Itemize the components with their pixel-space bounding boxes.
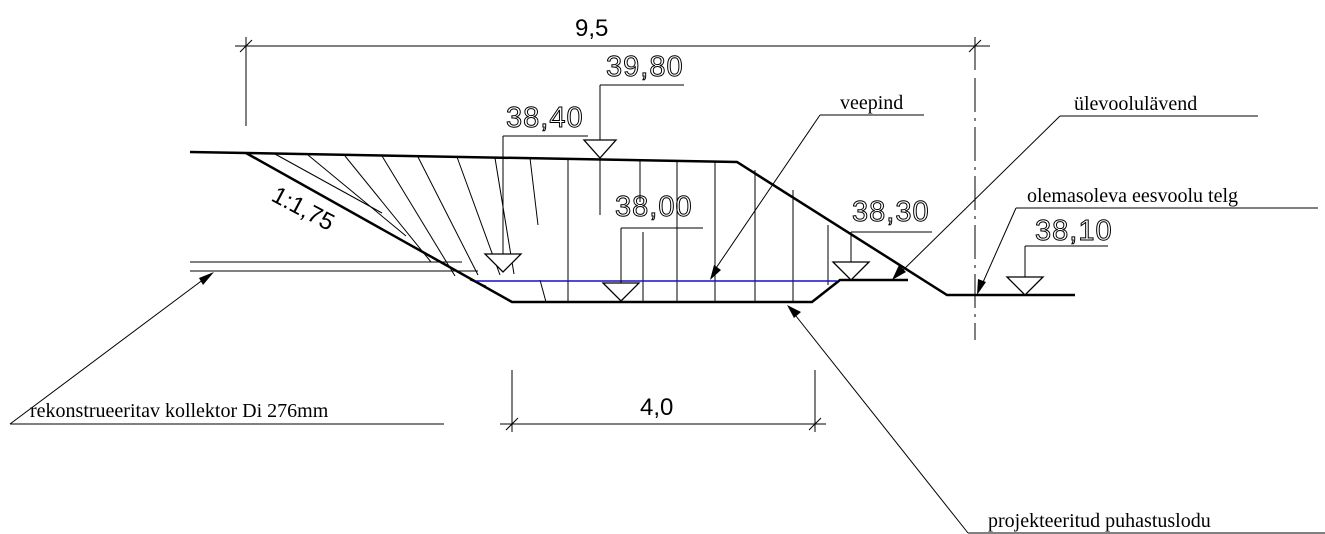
arrow-icon [892, 265, 906, 280]
designed-basin-label: projekteeritud puhastuslodu [988, 510, 1211, 532]
leader-existing-axis: olemasoleva eesvoolu telg [977, 185, 1318, 295]
collector-label: rekonstrueeritav kollektor Di 276mm [30, 400, 329, 422]
elevation-38-10: 38,10 [1005, 215, 1113, 296]
elevation-38-30-text: 38,30 [852, 196, 930, 228]
elevation-38-40: 38,40 [483, 102, 588, 273]
top-width-label: 9,5 [575, 15, 608, 42]
bottom-width-label: 4,0 [640, 394, 673, 421]
slope-hatching [274, 153, 829, 303]
slope-label: 1:1,75 [267, 181, 339, 236]
elevation-triangle-icon [582, 139, 618, 159]
arrow-icon [787, 305, 801, 318]
elevation-38-40-text: 38,40 [506, 102, 584, 134]
elevation-triangle-icon [601, 282, 641, 302]
elevation-39-80-text: 39,80 [606, 51, 684, 83]
arrow-icon [710, 265, 721, 280]
top-dimension: 9,5 [235, 15, 990, 126]
leader-collector: rekonstrueeritav kollektor Di 276mm [9, 272, 444, 425]
elevation-38-00: 38,00 [601, 191, 703, 302]
collector-pipe [190, 261, 478, 272]
elevation-triangle-icon [1005, 276, 1045, 296]
channel-profile [189, 150, 1075, 304]
elevation-38-30: 38,30 [831, 196, 932, 281]
overflow-weir-label: ülevoolulävend [1074, 93, 1197, 115]
existing-channel-axis-label: olemasoleva eesvoolu telg [1027, 185, 1238, 207]
water-surface-label: veepind [840, 92, 903, 114]
arrow-icon [977, 279, 986, 295]
elevation-39-80: 39,80 [582, 51, 684, 159]
leader-overflow-weir: ülevoolulävend [892, 93, 1258, 280]
arrow-icon [199, 272, 214, 285]
elevation-38-00-text: 38,00 [615, 191, 693, 223]
elevation-38-10-text: 38,10 [1035, 215, 1113, 247]
leader-designed-basin: projekteeritud puhastuslodu [787, 305, 1325, 534]
elevation-triangle-icon [483, 253, 523, 273]
elevation-triangle-icon [831, 261, 871, 281]
bottom-dimension: 4,0 [500, 370, 826, 432]
leader-water-surface: veepind [710, 92, 924, 280]
